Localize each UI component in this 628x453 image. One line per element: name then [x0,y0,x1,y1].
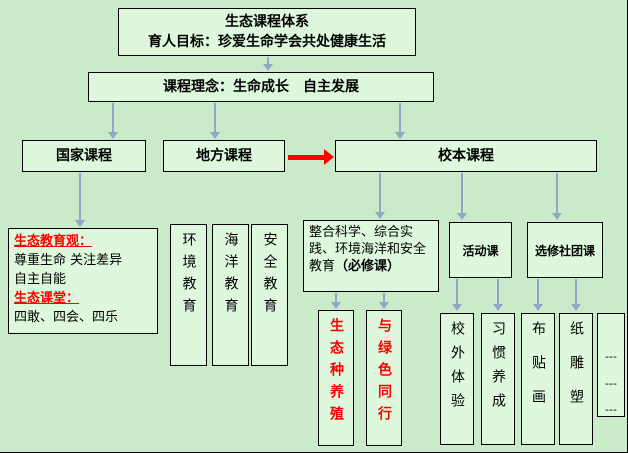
eco-breeding-box: 生态种养殖 [318,310,354,446]
eco-view-line3: 四敢、四会、四乐 [14,310,119,325]
activity-course-box: 活动课 [449,222,512,278]
activity-course-label: 活动课 [462,243,499,258]
required-course-text: 整合科学、综合实践、环境海洋和安全教育 [309,225,427,274]
arrow-title-to-concept [263,57,273,71]
arrow-school-to-elective [552,173,562,220]
elective-club-course-label: 选修社团课 [534,243,595,258]
required-course-bold: （必修课） [335,259,401,274]
green-together-box: 与绿色同行 [366,310,402,446]
environment-education-label: 环境教育 [180,232,197,320]
fabric-painting-box: 布贴画 [521,313,555,445]
arrow-required-to-green [379,293,389,309]
national-course-box: 国家课程 [22,140,146,172]
school-course-label: 校本课程 [438,148,494,164]
arrow-activity-to-habit [493,279,503,311]
title-box: 生态课程体系 育人目标：珍爱生命学会共处健康生活 [118,8,416,56]
ocean-education-box: 海洋教育 [212,224,249,366]
concept-label: 课程理念：生命成长 自主发展 [163,79,359,95]
arrow-national-to-ecoview [75,173,85,227]
arrow-concept-to-local [210,103,220,139]
eco-classroom-heading: 生态课堂： [14,291,80,306]
arrow-required-to-breeding [331,293,341,309]
arrow-school-to-activity [457,173,467,220]
safety-education-label: 安全教育 [261,232,278,320]
paper-sculpture-box: 纸雕塑 [559,313,593,445]
national-course-label: 国家课程 [56,148,112,164]
more-box: --- --- --- [597,313,625,417]
title-line2: 育人目标：珍爱生命学会共处健康生活 [148,34,386,50]
paper-sculpture-label: 纸雕塑 [568,321,584,423]
more-label: --- --- --- [605,350,617,417]
eco-education-view-box: 生态教育观： 尊重生命 关注差异 自主自能 生态课堂： 四敢、四会、四乐 [8,228,158,334]
arrow-school-to-required [375,173,385,219]
local-course-label: 地方课程 [196,148,252,164]
eco-view-line1: 尊重生命 关注差异 [14,253,123,268]
outside-experience-box: 校外体验 [440,313,474,445]
concept-box: 课程理念：生命成长 自主发展 [88,72,434,102]
green-together-label: 与绿色同行 [376,318,392,428]
safety-education-box: 安全教育 [251,224,288,366]
local-course-box: 地方课程 [163,140,285,172]
ocean-education-label: 海洋教育 [222,232,239,320]
eco-view-heading: 生态教育观： [14,234,93,249]
school-course-box: 校本课程 [335,140,597,172]
habit-formation-box: 习惯养成 [481,313,515,445]
arrow-activity-to-outside [452,279,462,311]
fabric-painting-label: 布贴画 [530,321,546,423]
arrow-elective-to-fabric [533,279,543,311]
eco-breeding-label: 生态种养殖 [328,318,344,428]
arrow-concept-to-national [108,103,118,139]
elective-club-course-box: 选修社团课 [527,222,603,278]
arrow-elective-to-paper [571,279,581,311]
habit-formation-label: 习惯养成 [490,321,506,417]
required-course-box: 整合科学、综合实践、环境海洋和安全教育（必修课） [303,220,439,292]
environment-education-box: 环境教育 [170,224,207,366]
red-arrow-local-to-school [288,149,334,165]
title-line1: 生态课程体系 [225,14,309,30]
arrow-concept-to-school [395,103,405,139]
outside-experience-label: 校外体验 [449,321,465,417]
eco-view-line2: 自主自能 [14,272,67,287]
